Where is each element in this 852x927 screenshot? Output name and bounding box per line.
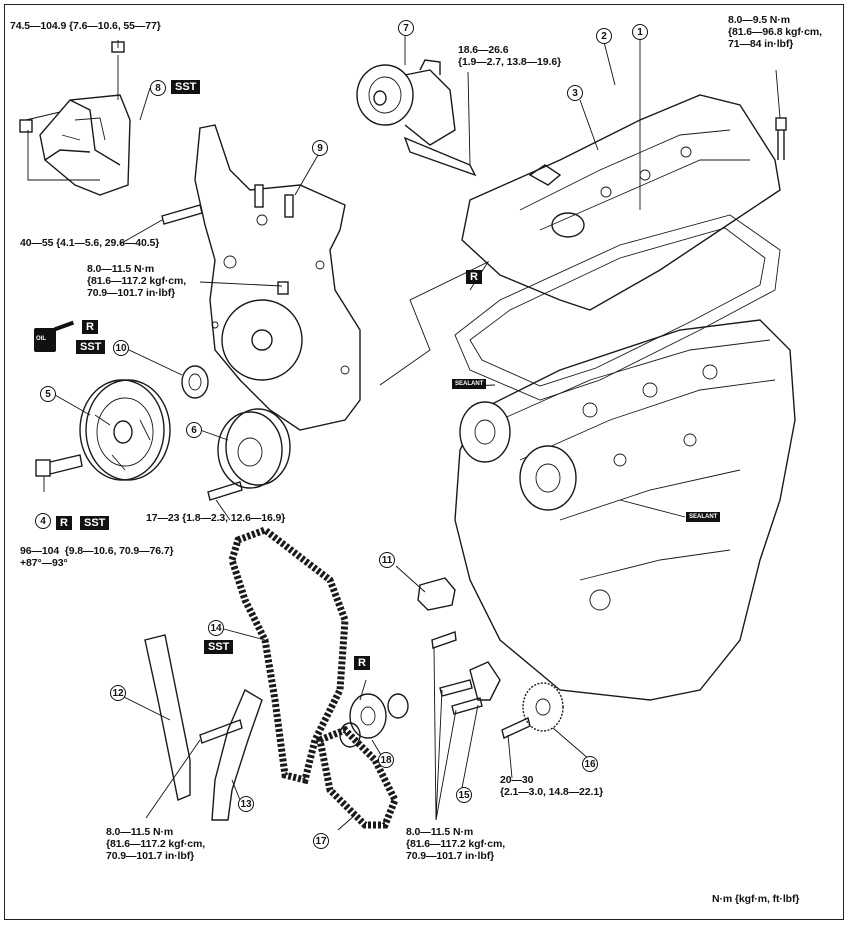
callout-16: 16	[582, 756, 598, 772]
timing-chain-cover	[194, 124, 361, 431]
tensioner-arm	[211, 688, 263, 821]
r-badge: R	[82, 320, 98, 334]
sealant-tag: SEALANT	[452, 379, 487, 389]
diagram-frame	[4, 4, 844, 920]
sst-badge: SST	[204, 640, 234, 654]
sst-badge: SST	[80, 516, 110, 530]
oil-pump-chain	[315, 725, 399, 829]
engine-block	[454, 319, 796, 701]
front-oil-seal	[181, 365, 209, 399]
torque-label-crank-bolt: 96—104 {9.8—10.6, 70.9—76.7} +87°—93°	[20, 545, 174, 569]
idler-pulley	[207, 408, 291, 501]
callout-6: 6	[186, 422, 202, 438]
torque-label-idler-bolt: 17—23 {1.8—2.3, 12.6—16.9}	[146, 512, 286, 524]
chain-guide	[144, 634, 191, 801]
r-badge: R	[466, 270, 482, 284]
callout-5: 5	[40, 386, 56, 402]
camshaft-sprocket	[459, 401, 577, 511]
r-badge: R	[56, 516, 72, 530]
sst-badge: SST	[76, 340, 106, 354]
torque-label-cover-bolt: 40—55 {4.1—5.6, 29.6—40.5}	[20, 237, 160, 249]
torque-label-tensioner-bolts: 8.0—11.5 N·m {81.6—117.2 kgf·cm, 70.9—10…	[406, 826, 506, 862]
callout-17: 17	[313, 833, 329, 849]
torque-label-tensioner-bolt: 18.6—26.6 {1.9—2.7, 13.8—19.6}	[458, 44, 562, 68]
callout-8: 8	[150, 80, 166, 96]
sst-badge: SST	[171, 80, 201, 94]
torque-label-oil-pump-sprocket: 20—30 {2.1—3.0, 14.8—22.1}	[500, 774, 604, 798]
crankshaft-pulley-bolt	[35, 454, 83, 477]
callout-12: 12	[110, 685, 126, 701]
torque-label-cover-small-bolts: 8.0—11.5 N·m {81.6—117.2 kgf·cm, 70.9—10…	[87, 263, 187, 299]
head-cover-gasket	[454, 214, 781, 401]
callout-15: 15	[456, 787, 472, 803]
units-note: N·m {kgf·m, ft·lbf}	[712, 893, 800, 905]
cylinder-head-cover	[461, 94, 781, 311]
drive-belt-tensioner	[356, 59, 477, 177]
callout-4: 4	[35, 513, 51, 529]
callout-18: 18	[378, 752, 394, 768]
bolts	[161, 117, 787, 744]
callout-1: 1	[632, 24, 648, 40]
callout-10: 10	[113, 340, 129, 356]
callout-7: 7	[398, 20, 414, 36]
oil-can-icon: OIL	[32, 320, 75, 356]
crankshaft-pulley	[79, 379, 171, 481]
torque-label-head-cover-bolts: 8.0—9.5 N·m {81.6—96.8 kgf·cm, 71—84 in·…	[728, 14, 822, 50]
callout-2: 2	[596, 28, 612, 44]
callout-9: 9	[312, 140, 328, 156]
callout-3: 3	[567, 85, 583, 101]
oil-pump-chain-tensioner	[469, 661, 501, 701]
r-badge: R	[354, 656, 370, 670]
oil-pump-sprocket	[522, 682, 564, 732]
callout-13: 13	[238, 796, 254, 812]
callout-11: 11	[379, 552, 395, 568]
torque-label-guide-bolts: 8.0—11.5 N·m {81.6—117.2 kgf·cm, 70.9—10…	[106, 826, 206, 862]
callout-14: 14	[208, 620, 224, 636]
leader-lines	[43, 36, 781, 831]
timing-chain	[228, 526, 349, 785]
engine-mount	[19, 41, 131, 196]
sealant-tag: SEALANT	[686, 512, 721, 522]
chain-tensioner	[417, 577, 456, 611]
oil-label: OIL	[36, 336, 46, 342]
crankshaft-sprocket	[339, 693, 409, 748]
torque-label-mount-bolts: 74.5—104.9 {7.6—10.6, 55—77}	[10, 20, 161, 32]
